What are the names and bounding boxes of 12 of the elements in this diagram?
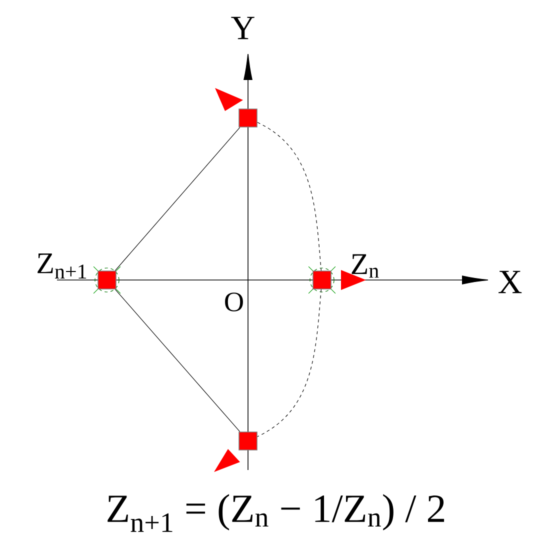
axis-label: X xyxy=(498,270,522,294)
point-marker xyxy=(238,432,258,450)
dashed-arc xyxy=(257,122,322,271)
axis-label: Y xyxy=(231,16,254,40)
connector-line xyxy=(114,127,240,271)
connector-line xyxy=(114,289,240,432)
formula: Z$_{n+1}$ = (Z$_{n}$ − 1/Z$_{n}$) / 2 xyxy=(108,494,444,532)
point-marker xyxy=(238,108,258,128)
point-label: Z$_{n}$ xyxy=(352,254,379,278)
point-label: Z$_{n+1}$ xyxy=(38,254,86,278)
origin-label: O xyxy=(225,292,243,312)
dashed-arc xyxy=(257,289,322,437)
